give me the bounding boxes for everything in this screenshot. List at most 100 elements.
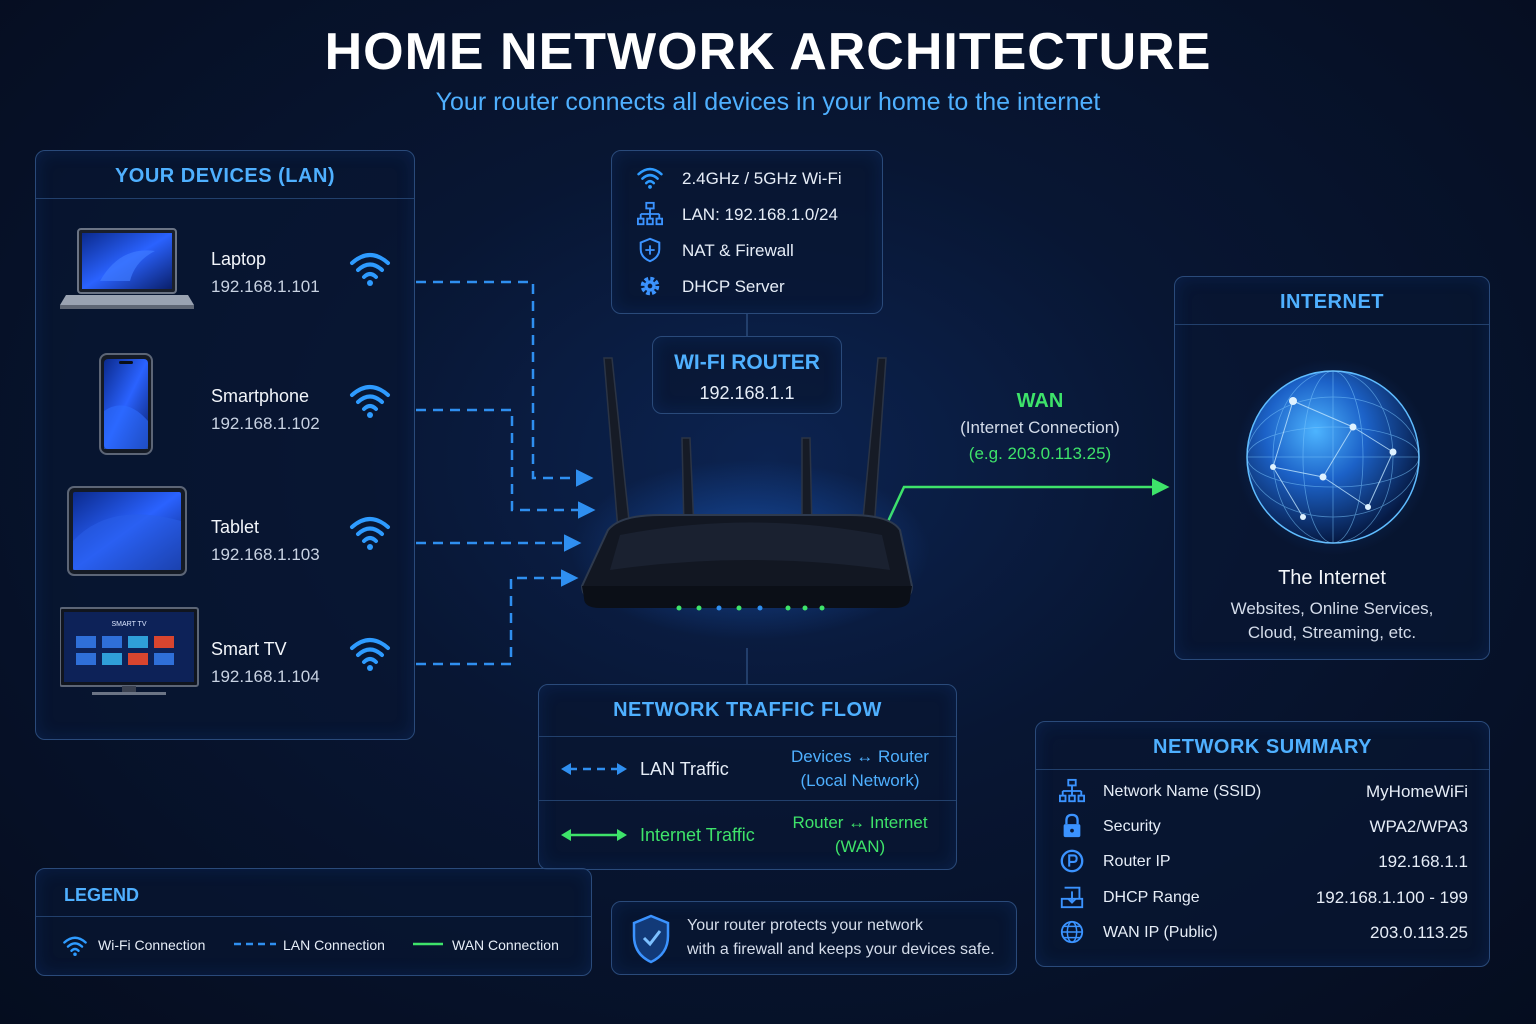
summary-label: Router IP <box>1103 853 1171 870</box>
legend-item-wan: WAN Connection <box>452 937 559 953</box>
feature-label: 2.4GHz / 5GHz Wi-Fi <box>682 169 842 188</box>
device-ip: 192.168.1.103 <box>211 545 320 564</box>
network-icon <box>1058 778 1086 804</box>
internet-heading: INTERNET <box>1175 277 1489 325</box>
wan-subtitle: (Internet Connection) <box>960 418 1120 437</box>
wifi-icon <box>348 636 392 672</box>
traffic-description: Devices ↔ Router <box>791 747 929 766</box>
traffic-row-internet: Internet Traffic Router ↔ Internet (WAN) <box>539 807 956 867</box>
lan-line-tv <box>416 569 579 666</box>
devices-panel: YOUR DEVICES (LAN) Laptop 192.168.1.101 … <box>35 150 415 740</box>
traffic-label: Internet Traffic <box>640 825 755 845</box>
ip-icon <box>1060 849 1084 873</box>
smartphone-icon <box>99 353 153 455</box>
network-icon <box>636 201 664 227</box>
summary-row-router-ip: Router IP 192.168.1.1 <box>1058 848 1468 878</box>
summary-heading: NETWORK SUMMARY <box>1036 722 1489 770</box>
legend-panel: LEGEND Wi-Fi Connection LAN Connection W… <box>35 868 592 976</box>
router-features-panel: 2.4GHz / 5GHz Wi-Fi LAN: 192.168.1.0/24 … <box>611 150 883 314</box>
laptop-icon <box>60 228 194 309</box>
summary-label: WAN IP (Public) <box>1103 924 1218 941</box>
lan-line-laptop <box>416 280 594 487</box>
internet-description: Cloud, Streaming, etc. <box>1247 623 1417 642</box>
summary-value: MyHomeWiFi <box>1366 782 1468 801</box>
router-title: WI-FI ROUTER <box>674 351 820 374</box>
router-icon[interactable] <box>560 350 940 650</box>
feature-lan: LAN: 192.168.1.0/24 <box>636 201 876 229</box>
feature-label: NAT & Firewall <box>682 241 794 260</box>
page-subtitle: Your router connects all devices in your… <box>435 88 1101 116</box>
traffic-heading: NETWORK TRAFFIC FLOW <box>539 685 956 737</box>
wan-line-icon <box>413 942 443 946</box>
smart-tv-icon: SMART TV <box>60 607 199 695</box>
summary-value: WPA2/WPA3 <box>1369 817 1468 836</box>
device-ip: 192.168.1.101 <box>211 277 320 296</box>
traffic-flow-panel: NETWORK TRAFFIC FLOW LAN Traffic Devices… <box>538 684 957 870</box>
feature-dhcp: DHCP Server <box>636 273 876 301</box>
tablet-icon <box>67 486 187 576</box>
summary-row-security: Security WPA2/WPA3 <box>1058 813 1468 843</box>
gear-icon <box>640 276 660 296</box>
traffic-description: (Local Network) <box>800 771 920 790</box>
dhcp-icon <box>1060 886 1084 909</box>
summary-value: 203.0.113.25 <box>1370 923 1468 942</box>
summary-value: 192.168.1.100 - 199 <box>1315 888 1468 907</box>
lan-line-smartphone <box>416 408 596 519</box>
devices-heading: YOUR DEVICES (LAN) <box>36 151 414 199</box>
shield-icon <box>639 237 661 263</box>
wifi-icon <box>348 515 392 551</box>
lan-arrow-icon <box>561 763 627 775</box>
feature-firewall: NAT & Firewall <box>636 237 876 265</box>
security-note-text: Your router protects your network <box>687 917 923 934</box>
shield-icon <box>632 914 670 964</box>
summary-row-dhcp: DHCP Range 192.168.1.100 - 199 <box>1058 884 1468 914</box>
internet-description: Websites, Online Services, <box>1230 599 1434 618</box>
traffic-description: Router ↔ Internet <box>792 813 928 832</box>
device-smart-tv[interactable]: SMART TV Smart TV 192.168.1.104 <box>36 606 414 726</box>
device-ip: 192.168.1.104 <box>211 667 320 686</box>
legend-heading: LEGEND <box>64 885 140 905</box>
feature-label: DHCP Server <box>682 277 785 296</box>
lan-line-icon <box>234 942 276 946</box>
wifi-icon <box>348 383 392 419</box>
router-label-box: WI-FI ROUTER 192.168.1.1 <box>652 336 842 414</box>
lock-icon <box>1063 813 1081 838</box>
security-note-panel: Your router protects your network with a… <box>611 901 1017 975</box>
internet-name: The Internet <box>1278 567 1386 589</box>
globe-icon <box>1060 920 1084 944</box>
internet-panel: INTERNET The Internet Websites, Online S… <box>1174 276 1490 660</box>
security-note-text: with a firewall and keeps your devices s… <box>687 941 995 958</box>
summary-row-ssid: Network Name (SSID) MyHomeWiFi <box>1058 778 1468 808</box>
device-smartphone[interactable]: Smartphone 192.168.1.102 <box>36 351 414 471</box>
traffic-row-lan: LAN Traffic Devices ↔ Router (Local Netw… <box>539 741 956 801</box>
device-ip: 192.168.1.102 <box>211 414 320 433</box>
globe-icon <box>1235 359 1431 555</box>
device-laptop[interactable]: Laptop 192.168.1.101 <box>36 221 414 341</box>
device-tablet[interactable]: Tablet 192.168.1.103 <box>36 481 414 601</box>
network-summary-panel: NETWORK SUMMARY Network Name (SSID) MyHo… <box>1035 721 1490 967</box>
summary-value: 192.168.1.1 <box>1378 852 1468 871</box>
device-name: Tablet <box>211 517 260 537</box>
wan-title: WAN <box>1016 390 1064 412</box>
wan-arrow-icon <box>561 829 627 841</box>
wifi-icon <box>636 165 664 191</box>
traffic-label: LAN Traffic <box>640 759 729 779</box>
device-name: Smartphone <box>211 386 310 406</box>
summary-label: Security <box>1103 818 1161 835</box>
feature-label: LAN: 192.168.1.0/24 <box>682 205 838 224</box>
wifi-icon <box>62 935 88 957</box>
wifi-icon <box>348 251 392 287</box>
device-name: Smart TV <box>211 639 287 659</box>
feature-wifi: 2.4GHz / 5GHz Wi-Fi <box>636 165 876 193</box>
traffic-description: (WAN) <box>834 837 886 856</box>
summary-label: Network Name (SSID) <box>1103 783 1262 800</box>
router-ip: 192.168.1.1 <box>699 383 795 403</box>
page-title: HOME NETWORK ARCHITECTURE <box>324 23 1212 81</box>
legend-item-wifi: Wi-Fi Connection <box>98 937 206 953</box>
summary-row-wan-ip: WAN IP (Public) 203.0.113.25 <box>1058 919 1468 949</box>
summary-label: DHCP Range <box>1103 889 1200 906</box>
tv-screen-text: SMART TV <box>111 621 146 628</box>
legend-item-lan: LAN Connection <box>283 937 385 953</box>
wan-ip: (e.g. 203.0.113.25) <box>968 444 1112 463</box>
device-name: Laptop <box>211 249 267 269</box>
